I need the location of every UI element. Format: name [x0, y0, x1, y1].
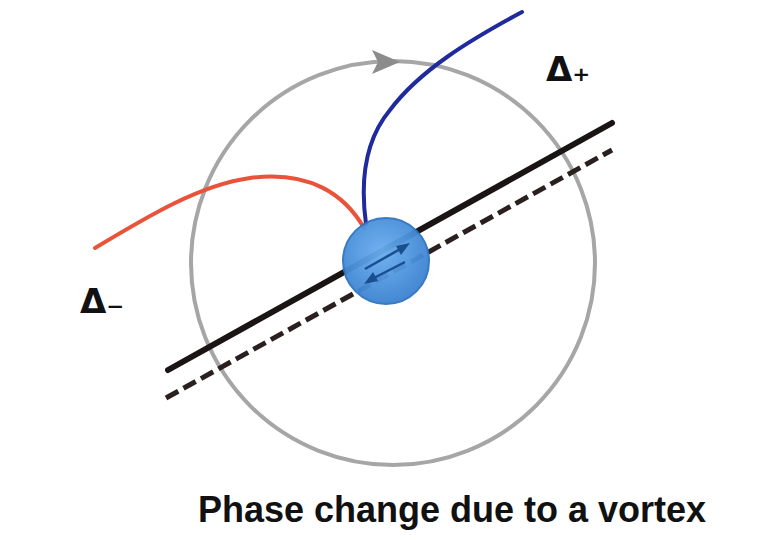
vortex-arrowhead [364, 272, 378, 284]
blue-curve [364, 12, 522, 224]
loop-circle [191, 61, 595, 465]
solid-line [168, 123, 612, 370]
delta-label: Δ₋ [80, 284, 124, 318]
delta-label: Δ₊ [546, 52, 590, 86]
loop-arrowhead [372, 50, 400, 74]
red-curve [95, 176, 364, 248]
vortex-core [343, 218, 429, 304]
dashed-line [166, 150, 612, 398]
caption: Phase change due to a vortex [198, 492, 706, 528]
vortex-arrowhead [396, 243, 410, 255]
vortex-arrow-line [372, 262, 405, 279]
